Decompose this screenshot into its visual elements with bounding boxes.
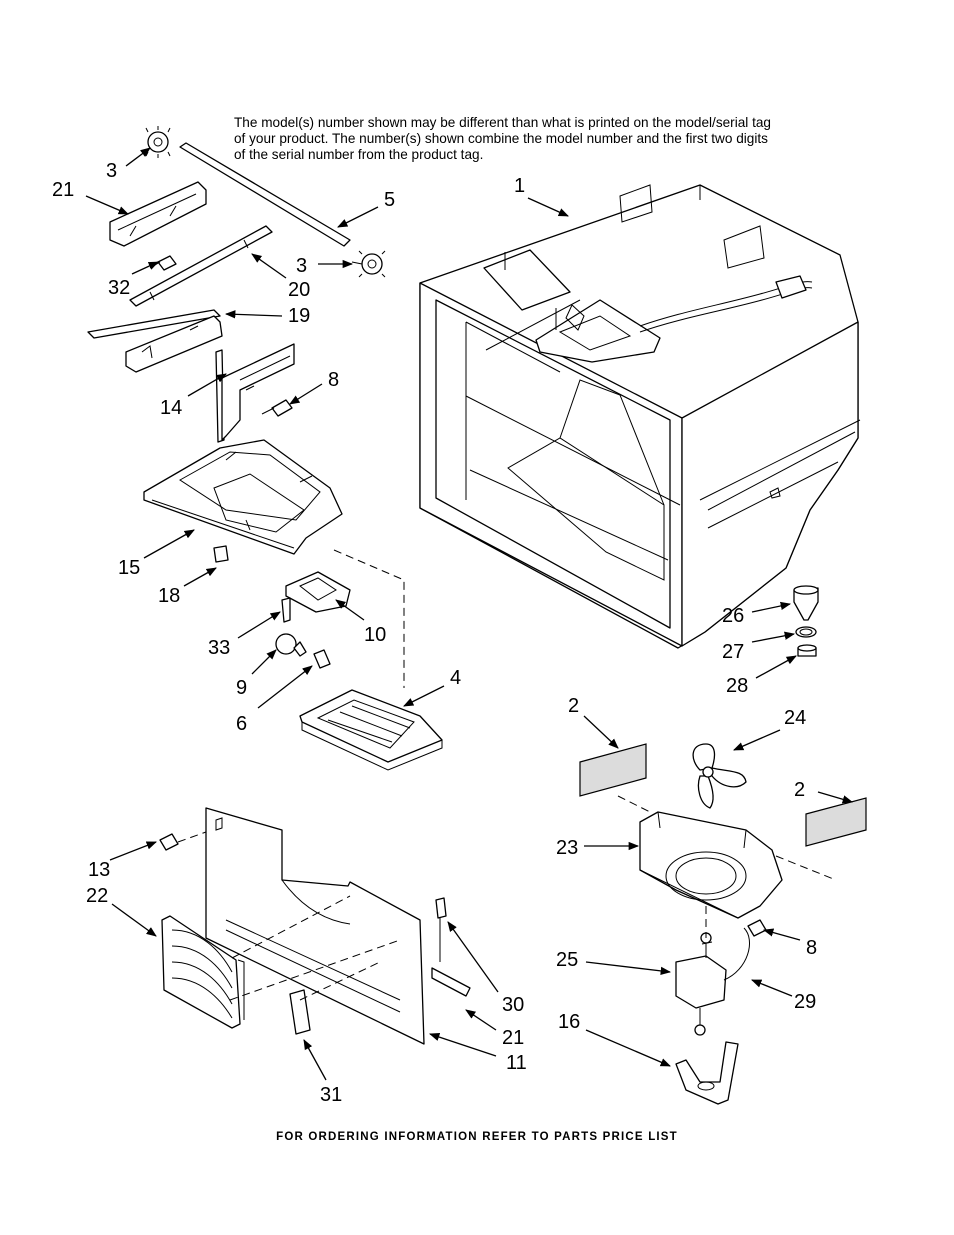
callout-9: 9 [236,677,247,699]
callout-24: 24 [784,707,806,729]
callout-8-left: 8 [328,369,339,391]
callout-20: 21 [502,1027,524,1049]
callout-3-right: 3 [296,255,307,277]
callout-5: 5 [384,189,395,211]
ordering-info-footer: FOR ORDERING INFORMATION REFER TO PARTS … [276,1131,678,1143]
callout-28: 27 [722,641,744,663]
callout-labels: 3 21 5 3 32 20 19 14 8 15 18 10 33 9 6 4… [52,160,817,1106]
callout-1: 1 [514,175,525,197]
callout-8-right: 8 [806,937,817,959]
callout-22: 22 [86,885,108,907]
callout-15: 16 [558,1011,580,1033]
model-number-note: The model(s) number shown may be differe… [234,115,771,163]
freezer-liner-part [419,184,861,649]
callout-2-right: 2 [794,779,805,801]
callout-3-top: 3 [106,160,117,182]
callout-14: 15 [118,557,140,579]
callout-11: 11 [506,1052,527,1074]
callout-27: 26 [722,605,744,627]
bottom-panel-parts [159,807,471,1045]
callout-leaders [85,147,853,1081]
callout-29: 28 [726,675,748,697]
callout-32: 32 [108,277,130,299]
callout-33: 33 [208,637,230,659]
callout-31: 31 [320,1084,342,1106]
drawer-rail-parts [87,126,386,443]
light-housing-parts [143,439,443,771]
callout-25: 29 [794,991,816,1013]
callout-26: 25 [556,949,578,971]
fan-assembly-parts [579,585,867,1105]
callout-18: 19 [288,305,310,327]
callout-30: 30 [502,994,524,1016]
callout-13: 14 [160,397,182,419]
callout-4: 4 [450,667,461,689]
callout-23: 23 [556,837,578,859]
callout-21: 21 [52,179,74,201]
callout-16: 18 [158,585,180,607]
callout-2-left: 2 [568,695,579,717]
callout-6: 6 [236,713,247,735]
callout-12: 13 [88,859,110,881]
callout-10: 10 [364,624,386,646]
callout-19: 20 [288,279,310,301]
